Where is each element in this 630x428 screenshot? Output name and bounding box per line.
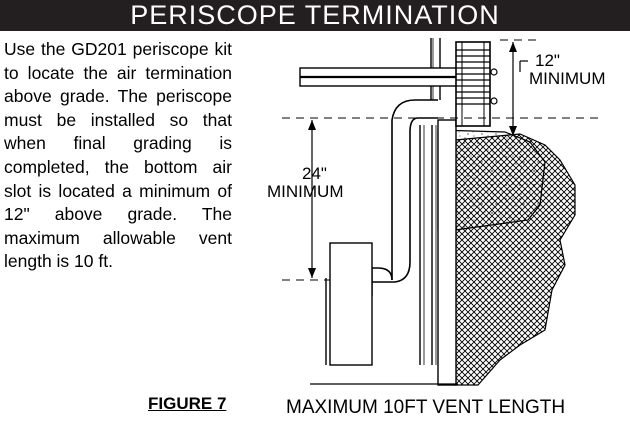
figure-label: FIGURE 7: [148, 394, 227, 413]
left-dimension-label: 24" MINIMUM: [267, 165, 343, 201]
lower-enclosure: [329, 242, 373, 366]
instruction-paragraph: Use the GD201 periscope kit to locate th…: [4, 39, 232, 272]
left-dimension-value: 24": [302, 164, 327, 183]
top-dimension-text: MINIMUM: [529, 69, 606, 88]
top-dimension-label: 12" MINIMUM: [529, 52, 605, 88]
periscope-pipe: [372, 99, 438, 283]
diagram-caption: MAXIMUM 10FT VENT LENGTH: [286, 397, 566, 418]
foundation-wall: [437, 119, 457, 386]
left-dimension-text: MINIMUM: [267, 182, 344, 201]
vent-terminal: [455, 41, 491, 127]
section-title: PERISCOPE TERMINATION: [130, 0, 500, 30]
section-header: PERISCOPE TERMINATION: [0, 0, 630, 31]
top-dimension-value: 12": [535, 51, 560, 70]
